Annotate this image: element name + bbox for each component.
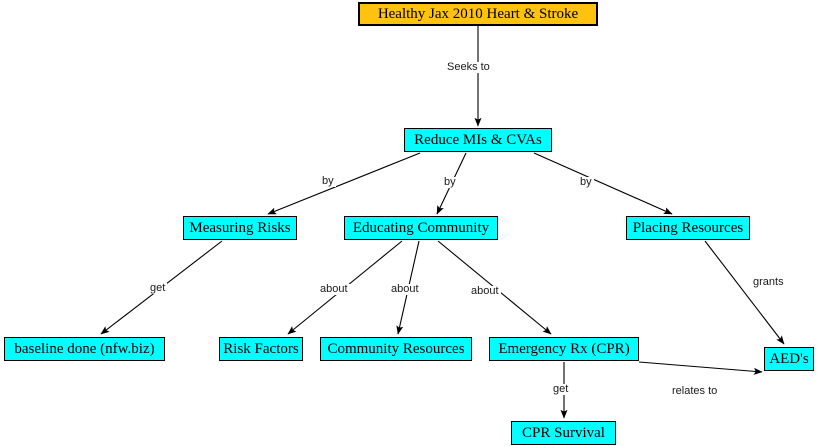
node-measuring[interactable]: Measuring Risks (183, 216, 297, 240)
node-reduce[interactable]: Reduce MIs & CVAs (404, 128, 552, 152)
edge-label-e7: about (389, 283, 421, 295)
edge-placing-to-aeds (704, 240, 785, 345)
edge-label-e11: relates to (670, 385, 720, 397)
edge-label-e2: by (320, 175, 336, 187)
edge-label-e9: grants (751, 276, 786, 288)
node-educating[interactable]: Educating Community (344, 216, 498, 240)
node-baseline[interactable]: baseline done (nfw.biz) (4, 337, 165, 361)
edge-label-e4: by (578, 176, 594, 188)
node-label: Risk Factors (223, 340, 299, 357)
node-aeds[interactable]: AED's (764, 347, 814, 371)
edge-label-e3: by (442, 176, 458, 188)
edge-label-e8: about (469, 285, 501, 297)
node-riskfact[interactable]: Risk Factors (219, 337, 303, 361)
edge-label-e6: about (318, 283, 350, 295)
node-label: Placing Resources (632, 219, 744, 236)
node-label: Healthy Jax 2010 Heart & Stroke (377, 5, 579, 22)
node-label: Educating Community (352, 219, 490, 236)
node-label: Measuring Risks (189, 219, 291, 236)
edge-reduce-to-placing (533, 152, 673, 215)
edge-label-e5: get (148, 282, 168, 294)
node-root[interactable]: Healthy Jax 2010 Heart & Stroke (358, 2, 598, 26)
node-label: Reduce MIs & CVAs (414, 131, 542, 148)
node-label: AED's (769, 350, 809, 367)
node-cprsurv[interactable]: CPR Survival (511, 421, 616, 445)
node-placing[interactable]: Placing Resources (626, 216, 750, 240)
node-label: Emergency Rx (CPR) (498, 340, 630, 357)
node-label: CPR Survival (522, 424, 605, 441)
node-commres[interactable]: Community Resources (320, 337, 472, 361)
edge-label-e1: Seeks to (445, 61, 492, 73)
edge-emergency-to-aeds (638, 361, 763, 375)
node-label: baseline done (nfw.biz) (14, 340, 155, 357)
edge-reduce-to-measuring (267, 152, 421, 215)
node-emergency[interactable]: Emergency Rx (CPR) (489, 337, 639, 361)
node-label: Community Resources (327, 340, 465, 357)
edge-label-e10: get (551, 383, 571, 395)
